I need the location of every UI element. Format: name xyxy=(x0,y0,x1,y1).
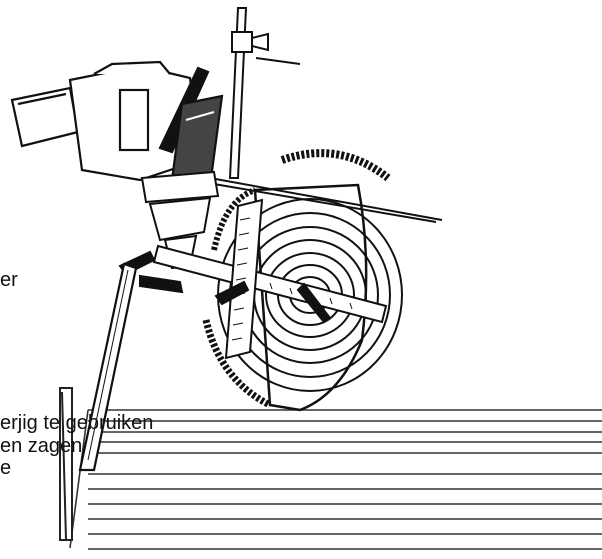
support-post xyxy=(59,387,73,541)
text-fragment-4: e xyxy=(0,457,12,479)
text-fragment-3: en zagen xyxy=(0,435,83,457)
text-fragment-2: erjig te gebruiken xyxy=(0,412,154,434)
text-fragment-1: er xyxy=(0,269,18,291)
chainsaw-body xyxy=(10,60,224,188)
measuring-strip xyxy=(224,198,264,360)
mounting-clamp xyxy=(140,170,220,270)
guide-rail xyxy=(209,177,443,223)
support-leg xyxy=(78,262,138,472)
stacked-planks xyxy=(69,409,602,550)
upright-rod xyxy=(228,7,301,179)
